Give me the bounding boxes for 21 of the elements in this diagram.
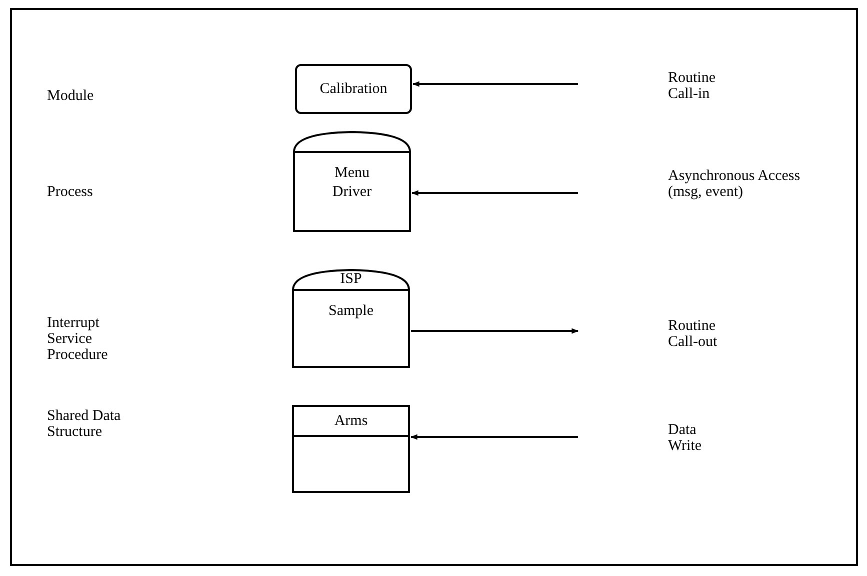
- label-text: Routine Call-in: [668, 70, 716, 102]
- arrow: [412, 81, 578, 87]
- node-label: Calibration: [320, 80, 388, 99]
- arrow: [411, 328, 579, 334]
- data-structure-box: [292, 405, 410, 493]
- label-text: Module: [47, 88, 95, 104]
- node-label: Menu Driver: [331, 164, 373, 202]
- label-text: Asynchronous Access (msg, event): [668, 168, 802, 200]
- module-box: [295, 64, 412, 114]
- node-label: Sample: [328, 302, 374, 321]
- label-text: Shared Data Structure: [47, 408, 122, 440]
- node-label: Arms: [334, 412, 368, 431]
- label-text: Process: [47, 184, 94, 200]
- arrow: [410, 434, 578, 440]
- process-shape: [293, 130, 411, 232]
- label-text: Data Write: [668, 422, 703, 454]
- interrupt-shape: [292, 268, 410, 368]
- node-title: ISP: [340, 271, 362, 287]
- label-text: Routine Call-out: [668, 318, 718, 350]
- arrow: [411, 190, 578, 196]
- label-text: Interrupt Service Procedure: [47, 315, 109, 363]
